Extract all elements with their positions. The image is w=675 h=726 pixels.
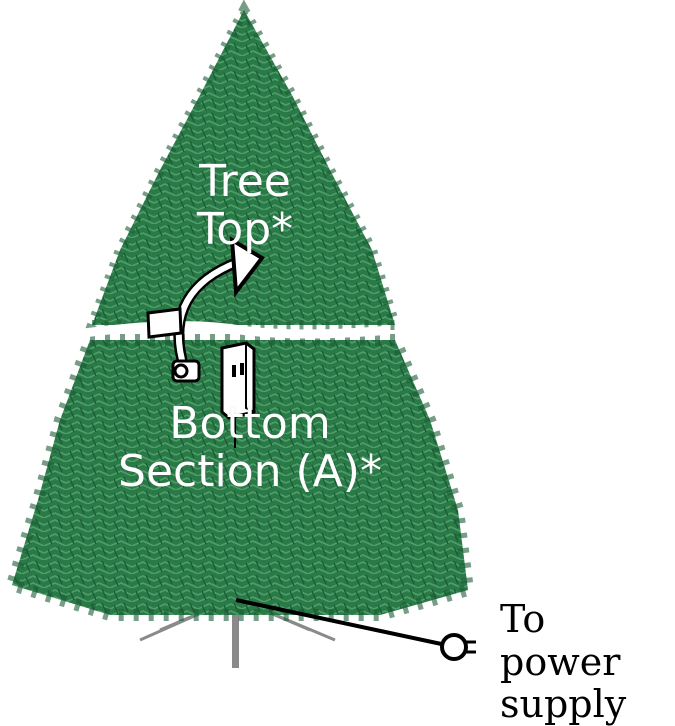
power-plug-icon xyxy=(440,633,476,661)
section-seam xyxy=(83,321,391,339)
bottom-section-label: Bottom Section (A)* xyxy=(100,402,400,494)
diagram: Tree Top* Bottom Section (A)* To power s… xyxy=(4,0,626,725)
tree-top-label: Tree Top* xyxy=(175,160,315,252)
outlet-box-icon xyxy=(220,341,256,448)
tree-top-section xyxy=(84,0,402,330)
bottom-section-label-line1: Bottom xyxy=(169,398,331,449)
tree-top-label-line2: Top* xyxy=(196,204,294,255)
connector-plug-icon xyxy=(146,307,201,383)
tree-top-label-line1: Tree xyxy=(199,156,291,207)
tree-bottom-section xyxy=(4,334,475,621)
tree-illustration xyxy=(4,0,476,668)
power-supply-label: To power supply xyxy=(500,598,675,726)
power-supply-label-line1: To power xyxy=(500,597,621,684)
power-supply-label-line2: supply xyxy=(500,682,627,726)
bottom-section-label-line2: Section (A)* xyxy=(118,446,382,497)
arrow-icon xyxy=(173,236,265,366)
power-cord xyxy=(235,598,447,647)
